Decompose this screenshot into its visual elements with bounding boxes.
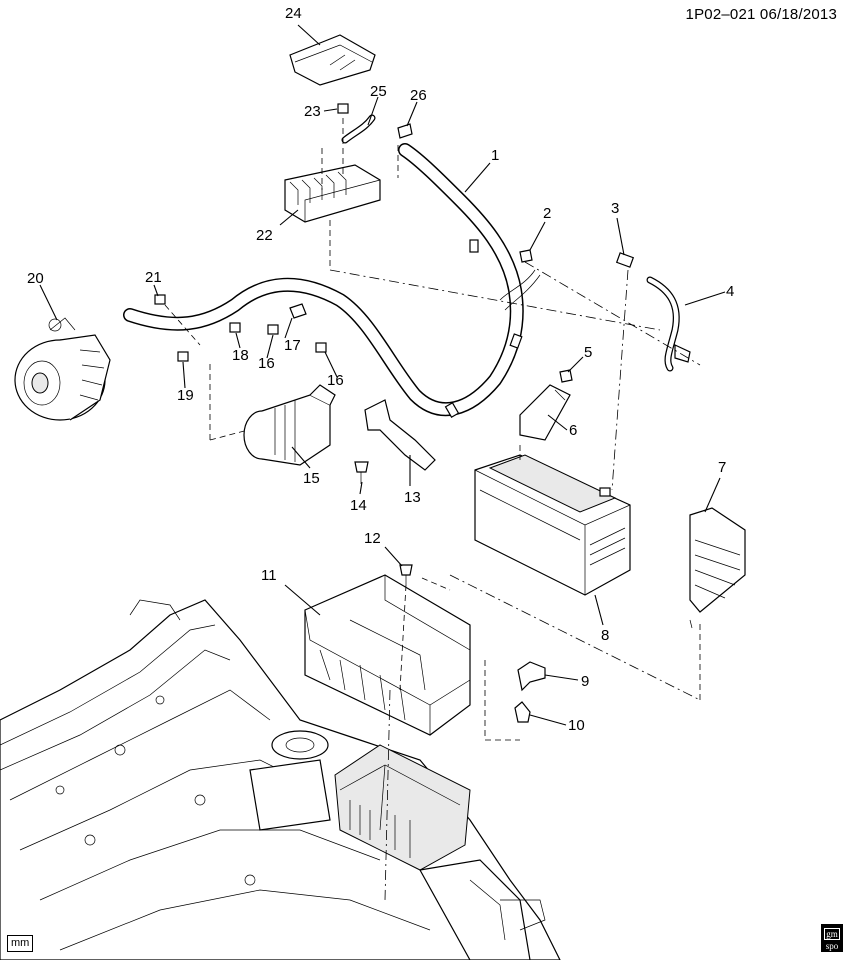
battery-negative-cable (615, 252, 691, 372)
diagram-code-date: 1P02–021 06/18/2013 (685, 6, 837, 23)
callout-1: 1 (491, 147, 499, 164)
callout-23: 23 (304, 103, 321, 120)
logo-line-1: gm (824, 928, 840, 940)
callout-26: 26 (410, 87, 427, 104)
battery-hold-down-bracket (519, 384, 571, 441)
callout-21: 21 (145, 269, 162, 286)
battery-tray (304, 574, 471, 736)
callout-11: 11 (261, 567, 277, 584)
callout-16-left: 16 (258, 355, 275, 372)
callout-12: 12 (364, 530, 381, 547)
units-indicator: mm (7, 935, 34, 952)
cable-bracket-13 (364, 399, 436, 471)
callout-20: 20 (27, 270, 44, 287)
callout-24: 24 (285, 5, 302, 22)
callout-4: 4 (726, 283, 734, 300)
terminal-10 (514, 701, 531, 723)
battery-heat-shield (689, 507, 746, 629)
callout-19: 19 (177, 387, 194, 404)
callout-16-right: 16 (327, 372, 344, 389)
callout-7: 7 (718, 459, 726, 476)
callout-18: 18 (232, 347, 249, 364)
callout-6: 6 (569, 422, 577, 439)
callout-8: 8 (601, 627, 609, 644)
leader-lines (39, 24, 726, 726)
terminal-9 (517, 661, 546, 692)
gm-spo-logo: gm spo (821, 924, 843, 952)
callout-2: 2 (543, 205, 551, 222)
callout-10: 10 (568, 717, 585, 734)
callout-22: 22 (256, 227, 273, 244)
assembly-lines (164, 118, 701, 901)
callout-3: 3 (611, 200, 619, 217)
battery (474, 454, 631, 596)
starter (243, 384, 336, 466)
battery-cable-25 (341, 114, 376, 144)
battery-positive-cable (123, 143, 541, 419)
callout-5: 5 (584, 344, 592, 361)
logo-line-2: spo (825, 941, 839, 951)
callout-9: 9 (581, 673, 589, 690)
callout-17: 17 (284, 337, 301, 354)
callout-25: 25 (370, 83, 387, 100)
fuse-block-cover (289, 34, 376, 86)
callout-15: 15 (303, 470, 320, 487)
generator (14, 317, 111, 421)
fuse-block (284, 164, 381, 223)
callout-labels: 1 2 3 4 5 6 7 8 9 10 11 12 13 14 15 16 1… (27, 5, 734, 734)
callout-14: 14 (350, 497, 367, 514)
fasteners (154, 103, 573, 585)
vehicle-body-structure (0, 599, 561, 961)
callout-13: 13 (404, 489, 421, 506)
